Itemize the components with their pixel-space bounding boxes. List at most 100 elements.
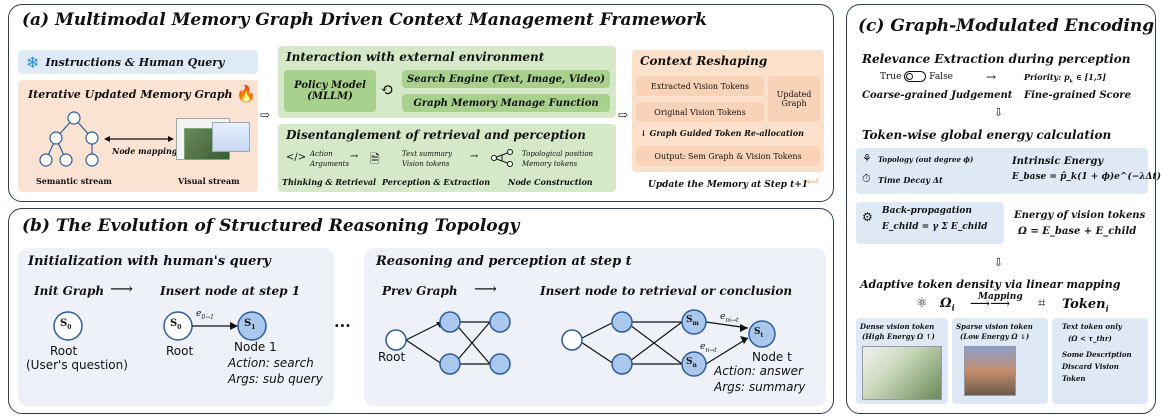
args-summary-label: Args: summary [714,380,806,394]
step-t-graph-svg [385,309,776,377]
text-only-box [1052,318,1148,404]
node-sn-label: Sn [686,357,697,369]
search-engine-label: Search Engine (Text, Image, Video) [406,73,606,85]
action-answer-label: Action: answer [714,364,803,378]
divider-arrow-1: ⇩ [994,106,1004,119]
priority-text: Priority: p [1024,72,1070,82]
ellipsis: ··· [334,316,351,335]
s0-text: S [60,318,68,329]
memory-tokens-label: Memory tokens [522,160,578,168]
token-sub: i [1105,303,1109,314]
token-text: Token [1062,297,1106,312]
extracted-label: Extracted Vision Tokens [651,81,749,91]
energy-formula: Ω = E_base + E_child [1018,226,1137,237]
node-s0-label: S0 [60,318,71,331]
node-mapping-arrow [104,136,174,142]
omega-text: Ω [940,296,952,311]
graph-memory-box: Graph Memory Manage Function [402,94,610,112]
graph-memory-label: Graph Memory Manage Function [413,97,599,109]
brain-icon: ⚙ [862,210,873,224]
return-arrow-icon: ↩ [806,172,820,191]
policy-model-sub: (MLLM) [307,91,353,102]
token-energy-title: Token-wise global energy calculation [862,128,1112,142]
output-box: Output: Sem Graph & Vision Tokens [636,146,820,166]
mapping-label: Mapping [978,292,1023,302]
true-label: True [880,72,902,82]
panel-b-title: (b) The Evolution of Structured Reasonin… [22,216,520,236]
step-t-title: Reasoning and perception at step t [376,254,632,269]
sparse-image [964,346,1016,396]
root-label-2: Root [166,344,194,358]
instructions-box: ❄ Instructions & Human Query [18,50,258,74]
disentangle-box [278,124,616,192]
thinking-label: Thinking & Retrieval [282,177,377,187]
node-st-label: St [754,327,763,339]
toggle-icon [904,71,927,82]
some-desc-label: Some Description [1062,350,1132,359]
s0-sub: 0 [67,324,72,331]
en-sub: n→t [705,346,717,354]
snowflake-icon: ❄ [26,52,40,72]
document-icon: 🗎 [370,152,380,166]
arguments-label: Arguments [310,160,350,168]
visual-stream-label: Visual stream [178,176,240,186]
fine-label: Fine-grained Score [1024,90,1131,101]
node-s1-label: S1 [244,318,255,331]
omega-sub: i [951,302,955,313]
iterative-label: Iterative Updated Memory Graph [28,88,233,101]
toggle-row: True False [880,71,953,82]
edge-sub: 0→1 [201,313,214,321]
search-engine-box: Search Engine (Text, Image, Video) [402,70,610,88]
relevance-arrow: → [986,70,997,84]
fire-icon: 🔥 [236,84,256,103]
sm-sub: m [692,319,699,327]
st-sub: t [760,331,764,339]
priority-range: ∈ [1,5] [1075,72,1107,82]
edge-nt-label: en→t [700,342,717,354]
token-icon: ⌗ [1038,296,1046,311]
st-text: S [754,327,761,337]
users-question-label: (User's question) [26,358,128,372]
node-s0b-label: S0 [170,318,181,331]
interaction-title: Interaction with external environment [286,50,545,64]
discard-label: Discard Vision [1062,362,1119,371]
dense-image [862,346,942,400]
backprop-box [856,202,1004,244]
arrow-right-icon-3: → [470,151,479,162]
edge-e: e [196,309,202,319]
arrow-right-icon-2: → [350,151,359,162]
dense-label: Dense vision token [860,322,935,331]
root-label: Root [50,344,78,358]
adaptive-title: Adaptive token density via linear mappin… [860,278,1121,291]
sparse-sub-label: (Low Energy Ω ↓) [960,332,1030,341]
coarse-label: Coarse-grained Judgement [862,90,1013,101]
update-memory-label: Update the Memory at Step t+1 [648,180,809,190]
vision-tokens-label: Vision tokens [402,160,450,168]
arrow-right-icon: ⇨ [260,108,271,122]
code-icon: </> [286,152,307,163]
sm-text: S [686,315,693,325]
step-t-arrow: ⟶ [474,279,497,298]
refresh-icon: ⟲ [380,80,394,99]
action-search-label: Action: search [228,356,314,370]
panel-a-title: (a) Multimodal Memory Graph Driven Conte… [22,10,707,30]
init-graph-label: Init Graph [34,284,105,298]
time-decay-label: Time Decay Δt [878,175,943,185]
false-label: False [929,72,954,82]
en-e: e [700,342,706,352]
sn-text: S [686,357,693,367]
text-only-sub: (Ω < τ_thr) [1068,334,1112,343]
intrinsic-label: Intrinsic Energy [1012,156,1104,167]
s0b-text: S [170,318,178,329]
panel-c-title: (c) Graph-Modulated Encoding [858,16,1155,36]
semantic-graph [39,111,99,167]
disentangle-title: Disentanglement of retrieval and percept… [286,128,586,142]
energy-vision-label: Energy of vision tokens [1014,210,1146,221]
policy-model-box: Policy Model (MLLM) [284,70,376,112]
divider-arrow-2: ⇩ [994,256,1004,269]
action-label: Action [310,150,333,158]
edge-mt-label: em→t [720,312,738,324]
em-e: e [720,312,726,322]
semantic-stream-label: Semantic stream [36,176,112,186]
instructions-label: Instructions & Human Query [45,55,225,69]
